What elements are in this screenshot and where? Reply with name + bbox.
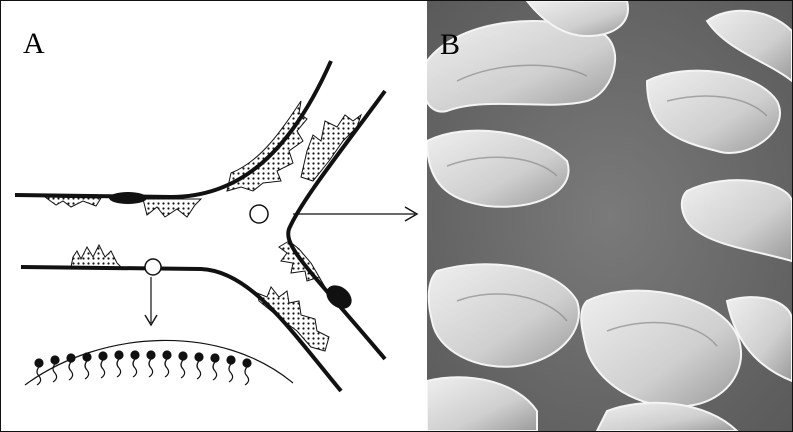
figure-frame xyxy=(0,0,793,432)
figure: A xyxy=(0,0,793,432)
